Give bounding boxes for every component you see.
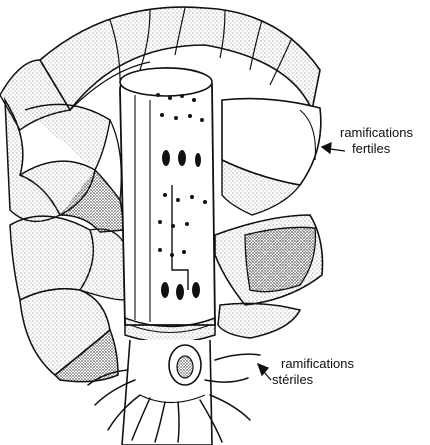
- fertile-leader-line: [330, 149, 345, 151]
- sterile-leader-line: [264, 372, 271, 380]
- fertile-label-line2: fertiles: [352, 142, 390, 156]
- sterile-leader-arrow: [258, 364, 268, 375]
- fertile-leader-arrow: [322, 143, 331, 153]
- sterile-label-line2: stériles: [272, 373, 313, 387]
- fertile-label-line1: ramifications: [340, 126, 413, 140]
- central-stem: [120, 68, 215, 343]
- sterile-label-line1: ramifications: [281, 357, 354, 371]
